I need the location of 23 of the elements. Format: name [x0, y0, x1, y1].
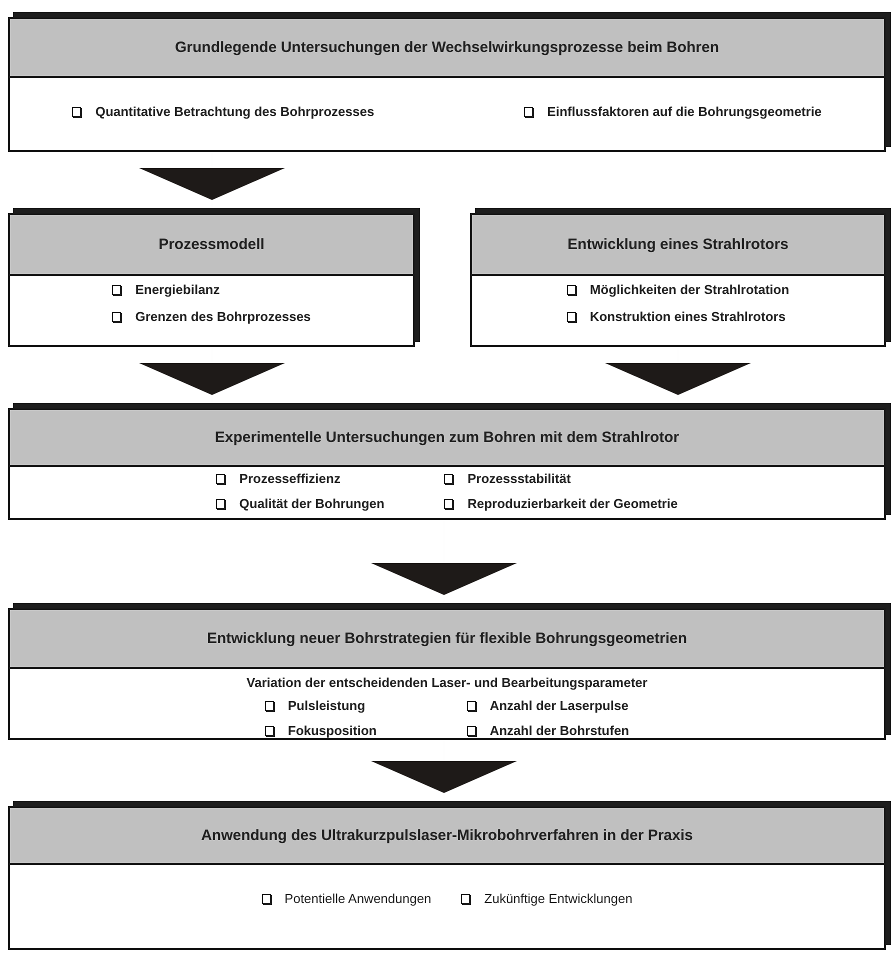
section-heading: Experimentelle Untersuchungen zum Bohren mit dem Strahlrotor	[10, 410, 884, 467]
section-heading: Grundlegende Untersuchungen der Wechselwirkungsprozesse beim Bohren	[10, 19, 884, 78]
section-heading: Entwicklung eines Strahlrotors	[472, 215, 884, 276]
bullet-text: Konstruktion eines Strahlrotors	[590, 309, 786, 324]
bullet-text: Anzahl der Bohrstufen	[490, 723, 630, 738]
section-subtitle: Variation der entscheidenden Laser- und Bearbeitungsparameter	[246, 675, 648, 690]
bullet-text: Prozessstabilität	[467, 471, 571, 486]
section-heading: Entwicklung neuer Bohrstrategien für flexible Bohrungsgeometrien	[10, 610, 884, 669]
bullet-text: Qualität der Bohrungen	[239, 496, 384, 511]
bullet-text: Fokusposition	[288, 723, 377, 738]
bullet-text: Anzahl der Laserpulse	[490, 698, 628, 713]
section-heading: Anwendung des Ultrakurzpulslaser-Mikrobohrverfahren in der Praxis	[10, 808, 884, 865]
bullet-text: Zukünftige Entwicklungen	[484, 891, 632, 906]
bullet-text: Potentielle Anwendungen	[284, 891, 432, 906]
bullet-text: Prozesseffizienz	[239, 471, 340, 486]
bullet-text: Quantitative Betrachtung des Bohrprozesses	[95, 104, 374, 119]
bullet-text: Möglichkeiten der Strahlrotation	[590, 282, 790, 297]
section-heading: Prozessmodell	[10, 215, 413, 276]
bullet-text: Energiebilanz	[135, 282, 220, 297]
bullet-text: Pulsleistung	[288, 698, 366, 713]
bullet-text: Grenzen des Bohrprozesses	[135, 309, 311, 324]
bullet-text: Einflussfaktoren auf die Bohrungsgeometrie	[547, 104, 822, 119]
bullet-text: Reproduzierbarkeit der Geometrie	[467, 496, 678, 511]
